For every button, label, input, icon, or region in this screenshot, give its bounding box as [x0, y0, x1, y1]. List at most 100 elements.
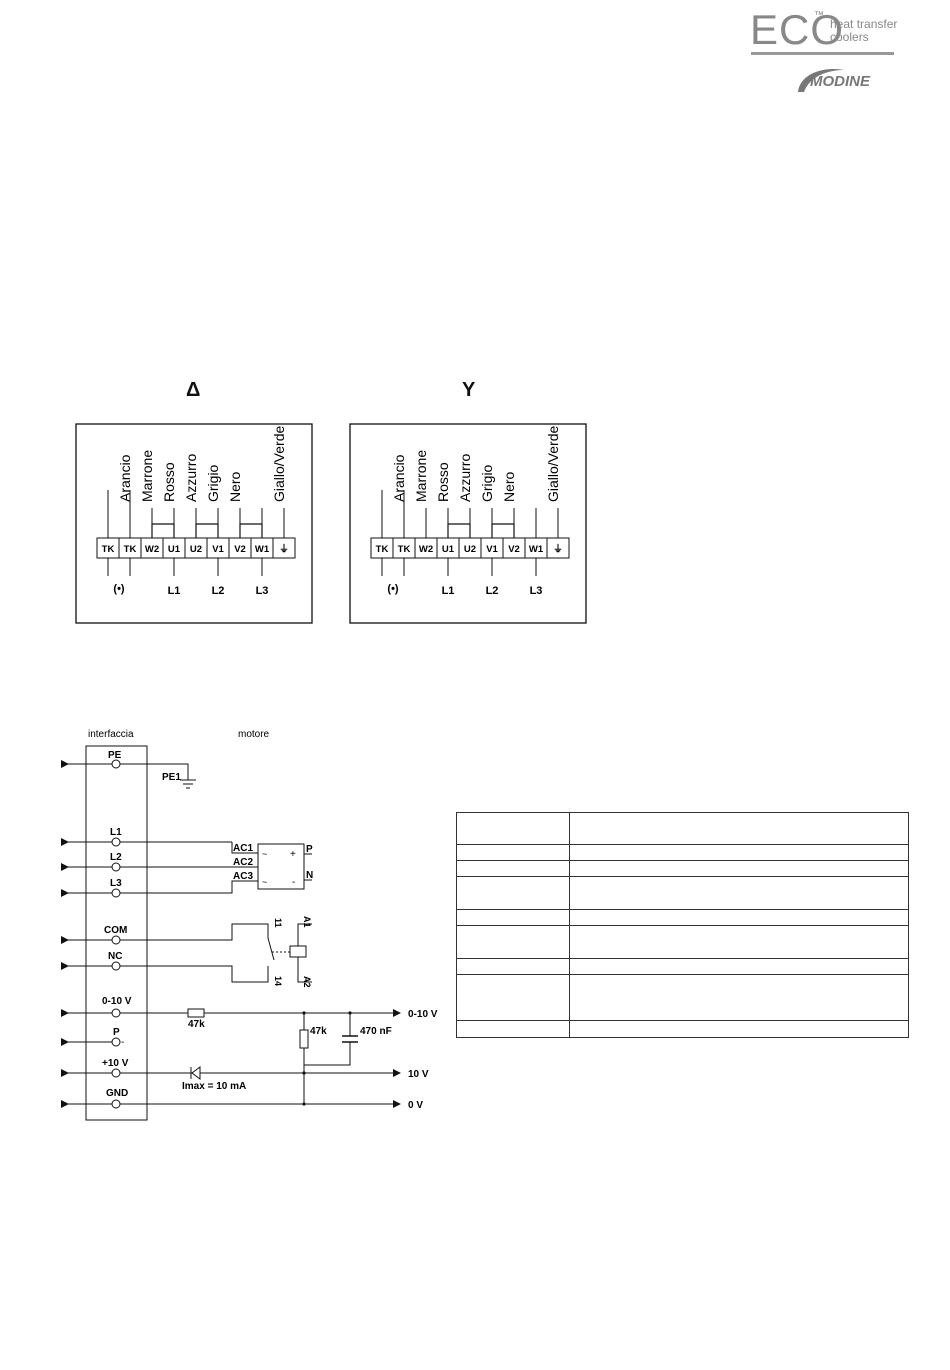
ground-icon [180, 779, 196, 789]
terminal-label-v2: V2 [508, 544, 520, 555]
table-cell [456, 876, 570, 910]
table-row [456, 974, 909, 1021]
table-cell [569, 844, 909, 861]
junction-dot [302, 1102, 306, 1106]
ac2-label: AC2 [233, 857, 253, 868]
terminal-label-v2: V2 [234, 544, 246, 555]
logo-tagline-2: coolers [830, 30, 869, 44]
pe1-label: PE1 [162, 772, 181, 783]
wire-label-azzurro: Azzurro [183, 454, 199, 502]
line-label-l1: L1 [442, 585, 455, 597]
terminal-l3-label: L3 [110, 878, 122, 889]
terminal-p-label: P [113, 1027, 120, 1038]
terminal-l1-label: L1 [110, 827, 122, 838]
line-label-l3: L3 [530, 585, 543, 597]
interface-circuit-diagram: interfaccia motore PE PE1 L1 L2 L3 AC1 A… [61, 729, 438, 1121]
line-label-l3: L3 [256, 585, 269, 597]
terminal-label-u1: U1 [168, 544, 181, 555]
junction-dot [302, 1071, 306, 1075]
table-cell [456, 844, 570, 861]
pe1-wire [120, 763, 189, 780]
terminal-bridge [239, 523, 263, 538]
table-cell [456, 812, 570, 845]
wire-label-azzurro: Azzurro [457, 454, 473, 502]
rectifier-block [257, 843, 305, 890]
resistor2-label: 47k [310, 1026, 327, 1037]
rectifier-tilde-2: ~ [262, 877, 267, 887]
wire-label-grigio: Grigio [479, 464, 495, 502]
ground-icon: ⏚ [553, 544, 563, 555]
terminal-label-v1: V1 [486, 544, 498, 555]
thermal-contact-label: (•) [387, 583, 399, 595]
table-cell [456, 1020, 570, 1038]
relay-a2-wire [297, 957, 312, 983]
eco-modine-logo: ECO ™ heat transfer coolers MODINE [750, 6, 897, 92]
rectifier-plus: + [290, 849, 296, 860]
star-connection-symbol: Y [462, 379, 476, 401]
table-cell [456, 925, 570, 959]
output-10v-label: 10 V [408, 1069, 429, 1080]
terminal-p [111, 1037, 121, 1047]
terminal-l3 [111, 888, 121, 898]
table-cell [456, 860, 570, 877]
thermal-contact-label: (•) [113, 583, 125, 595]
ac3-label: AC3 [233, 871, 253, 882]
delta-connection-symbol: Δ [186, 379, 201, 401]
com-wire [120, 923, 269, 941]
capacitor-label: 470 nF [360, 1026, 392, 1037]
terminal-label-v1: V1 [212, 544, 224, 555]
terminal-l1 [111, 837, 121, 847]
line-label-l2: L2 [212, 585, 225, 597]
junction-dot [348, 1011, 352, 1015]
wire-label-arancio: Arancio [391, 454, 407, 502]
resistor-47k-series [187, 1008, 205, 1018]
cap-wire-b [304, 1042, 351, 1066]
relay-pin-14: 14 [273, 976, 283, 986]
spec-table [456, 812, 909, 1038]
table-cell [456, 958, 570, 975]
table-row [456, 812, 909, 845]
diode-icon [190, 1066, 201, 1080]
terminal-label-tk: TK [398, 544, 411, 555]
wire-label-rosso: Rosso [435, 462, 451, 502]
wire-label-marrone: Marrone [139, 450, 155, 502]
wire-label-nero: Nero [227, 471, 243, 502]
terminal-label-w1: W1 [529, 544, 544, 555]
terminal-label-w1: W1 [255, 544, 270, 555]
table-row [456, 925, 909, 959]
nc-wire [120, 965, 269, 983]
terminal-com [111, 935, 121, 945]
terminal-label-u1: U1 [442, 544, 455, 555]
wire-label-grigio: Grigio [205, 464, 221, 502]
rectifier-p-label: P [306, 844, 313, 855]
wire-label-rosso: Rosso [161, 462, 177, 502]
table-cell [569, 876, 909, 910]
line-label-l2: L2 [486, 585, 499, 597]
logo-divider [751, 52, 894, 55]
table-row [456, 844, 909, 861]
terminal-nc-label: NC [108, 951, 122, 962]
terminal-10v-label: +10 V [102, 1058, 129, 1069]
wire-label-nero: Nero [501, 471, 517, 502]
l1-wire-b [231, 842, 258, 854]
wire-label-giallo-verde: Giallo/Verde [271, 426, 287, 502]
relay-contact [267, 937, 275, 961]
relay-a1: A1 [302, 916, 312, 928]
terminal-bridge [447, 523, 471, 538]
relay-a1-wire [297, 923, 312, 946]
logo-eco-text: ECO [750, 6, 844, 53]
wire-label-marrone: Marrone [413, 450, 429, 502]
table-cell [569, 860, 909, 877]
resistor-47k-shunt [299, 1029, 309, 1049]
terminal-bridge [195, 523, 219, 538]
wire-label-giallo-verde: Giallo/Verde [545, 426, 561, 502]
table-cell [569, 974, 909, 1021]
logo-modine-text: MODINE [810, 73, 871, 90]
terminal-frame [349, 423, 587, 624]
terminal-gnd [111, 1099, 121, 1109]
imax-label: Imax = 10 mA [182, 1081, 246, 1092]
rectifier-tilde-1: ~ [262, 849, 267, 859]
terminal-label-tk: TK [124, 544, 137, 555]
